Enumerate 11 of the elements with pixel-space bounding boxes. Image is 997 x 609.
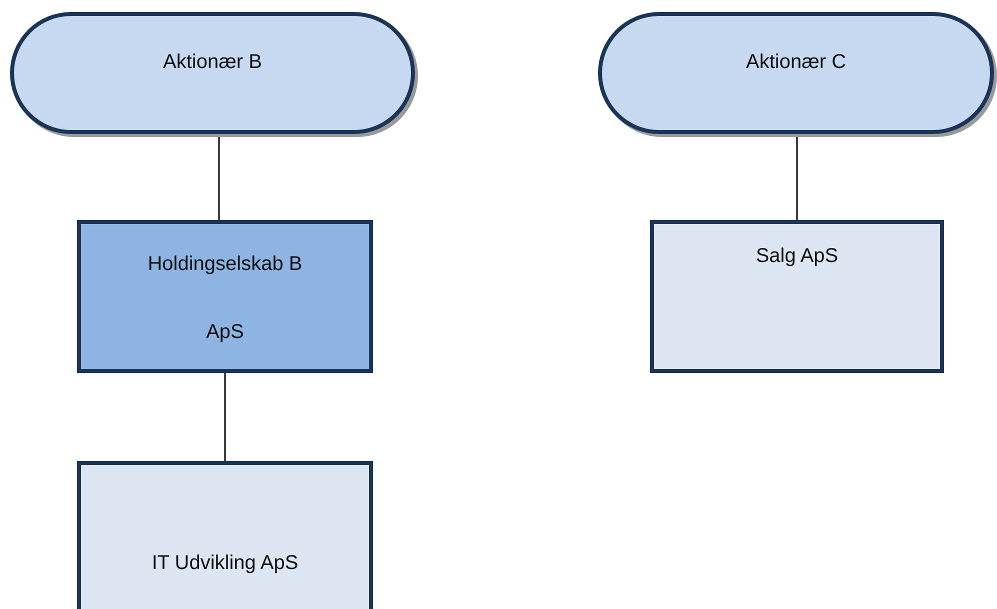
- node-label: Holdingselskab B ApS: [146, 252, 304, 345]
- node-label: Aktionær C: [746, 50, 846, 74]
- node-label: Salg ApS: [756, 244, 838, 268]
- company-box: [650, 220, 944, 373]
- connector-line: [218, 134, 220, 220]
- connector-line: [796, 134, 798, 220]
- node-label: Aktionær B: [163, 50, 262, 74]
- company-box: [77, 220, 373, 373]
- node-label: IT Udvikling ApS: [152, 551, 298, 575]
- company-box: [77, 461, 373, 609]
- connector-line: [224, 373, 226, 461]
